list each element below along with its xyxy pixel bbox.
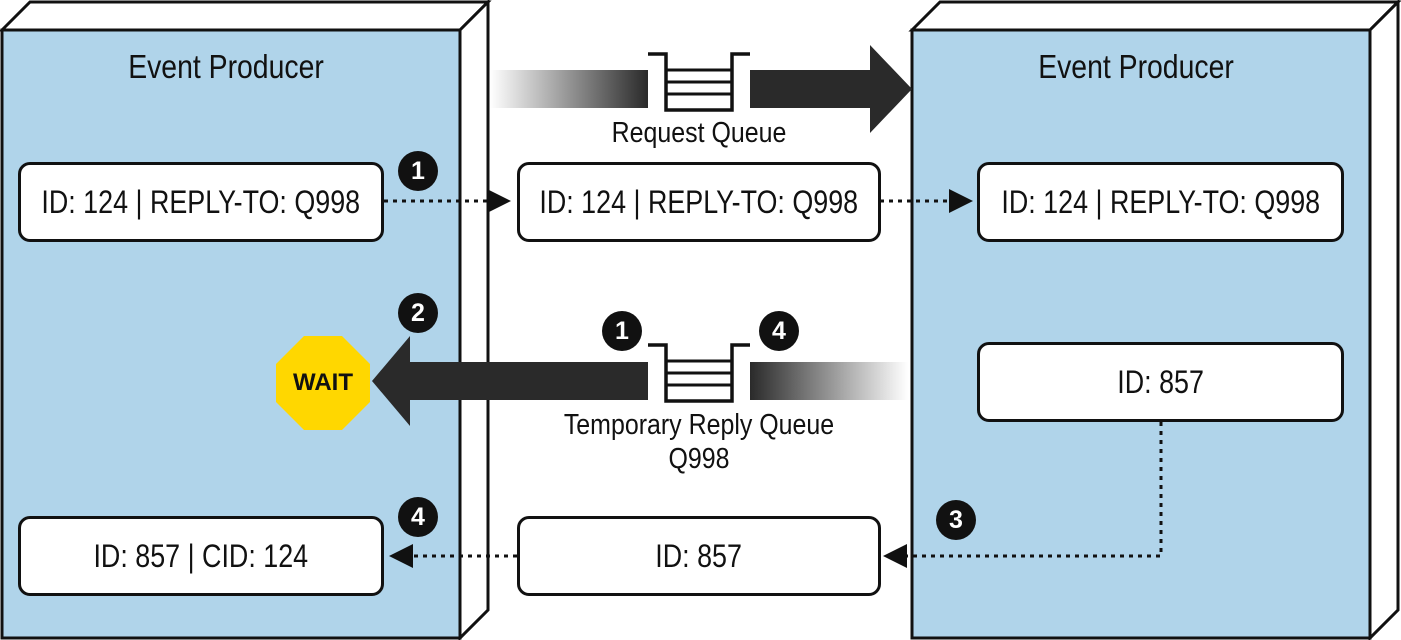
reply-message-middle: ID: 857 (517, 516, 881, 596)
request-message-left: ID: 124 | REPLY-TO: Q998 (18, 162, 384, 242)
reply-queue-icon (648, 343, 750, 403)
connector-reply-right-to-middle (883, 422, 1163, 568)
reply-message-left-text: ID: 857 | CID: 124 (93, 537, 309, 574)
request-message-left-text: ID: 124 | REPLY-TO: Q998 (41, 183, 361, 220)
step-badge-1-reply-queue: 1 (602, 311, 642, 351)
reply-queue-name: Q998 (668, 443, 730, 475)
step-badge-3-reply: 3 (936, 500, 976, 540)
step-badge-1-request: 1 (398, 151, 438, 191)
request-queue-arrow (490, 45, 912, 133)
request-message-right-text: ID: 124 | REPLY-TO: Q998 (1001, 183, 1320, 220)
step-badge-2-wait: 2 (398, 293, 438, 333)
reply-message-left: ID: 857 | CID: 124 (18, 516, 384, 596)
step-badge-4-reply-queue: 4 (759, 311, 799, 351)
request-message-middle-text: ID: 124 | REPLY-TO: Q998 (539, 183, 859, 220)
request-queue-label: Request Queue (611, 117, 787, 149)
reply-message-middle-text: ID: 857 (655, 537, 743, 574)
right-event-producer-box (908, 0, 1401, 640)
request-message-middle: ID: 124 | REPLY-TO: Q998 (517, 162, 881, 242)
step-badge-4-receive: 4 (398, 497, 438, 537)
wait-octagon-icon (276, 336, 370, 430)
reply-queue-label: Temporary Reply Queue (563, 409, 835, 441)
request-message-right: ID: 124 | REPLY-TO: Q998 (977, 162, 1344, 242)
right-box-title: Event Producer (1038, 48, 1234, 85)
reply-message-right: ID: 857 (977, 342, 1344, 422)
wait-sign: WAIT (276, 336, 370, 430)
left-box-title: Event Producer (128, 48, 324, 85)
wait-label: WAIT (293, 369, 353, 396)
reply-message-right-text: ID: 857 (1117, 363, 1204, 400)
request-queue-icon (648, 52, 750, 112)
reply-queue-arrow (372, 336, 908, 426)
